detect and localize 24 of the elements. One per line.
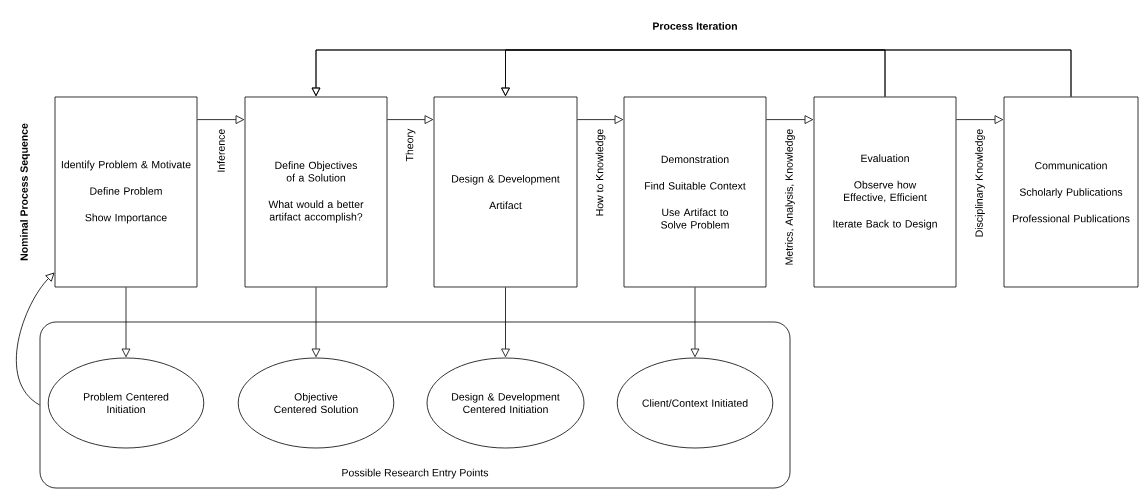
process-box: Define Objectives of a Solution What would a better artifact accomplish? bbox=[244, 96, 388, 288]
edge-label: Disciplinary Knowledge bbox=[974, 127, 986, 239]
arrow bbox=[387, 115, 434, 124]
arrow bbox=[766, 115, 814, 124]
curved-arrow bbox=[16, 272, 55, 406]
process-box: Demonstration Find Suitable Context Use Artifact to Solve Problem bbox=[623, 96, 767, 288]
process-iteration-label: Process Iteration bbox=[653, 22, 737, 30]
arrow bbox=[956, 115, 1004, 124]
edge-label: Metrics, Analysis, Knowledge bbox=[784, 127, 796, 267]
arrow bbox=[690, 287, 700, 358]
process-box: Evaluation Observe how Effective, Efficient Iterate Back to Design bbox=[813, 96, 957, 288]
process-box: Communication Scholarly Publications Professional Publications bbox=[1003, 96, 1139, 288]
arrow bbox=[197, 115, 245, 124]
iteration-arrow bbox=[501, 49, 1072, 97]
process-box: Design & Development Artifact bbox=[433, 96, 578, 288]
process-box: Identify Problem & Motivate Define Problem Show Importance bbox=[54, 96, 198, 288]
edge-label: Inference bbox=[216, 127, 226, 174]
arrow bbox=[121, 287, 131, 358]
edge-label: How to Knowledge bbox=[594, 127, 607, 218]
arrow bbox=[311, 287, 321, 358]
edge-label: Theory bbox=[404, 127, 417, 163]
arrow bbox=[501, 287, 510, 358]
arrow bbox=[577, 115, 624, 124]
sequence-label: Nominal Process Sequence bbox=[20, 123, 30, 261]
